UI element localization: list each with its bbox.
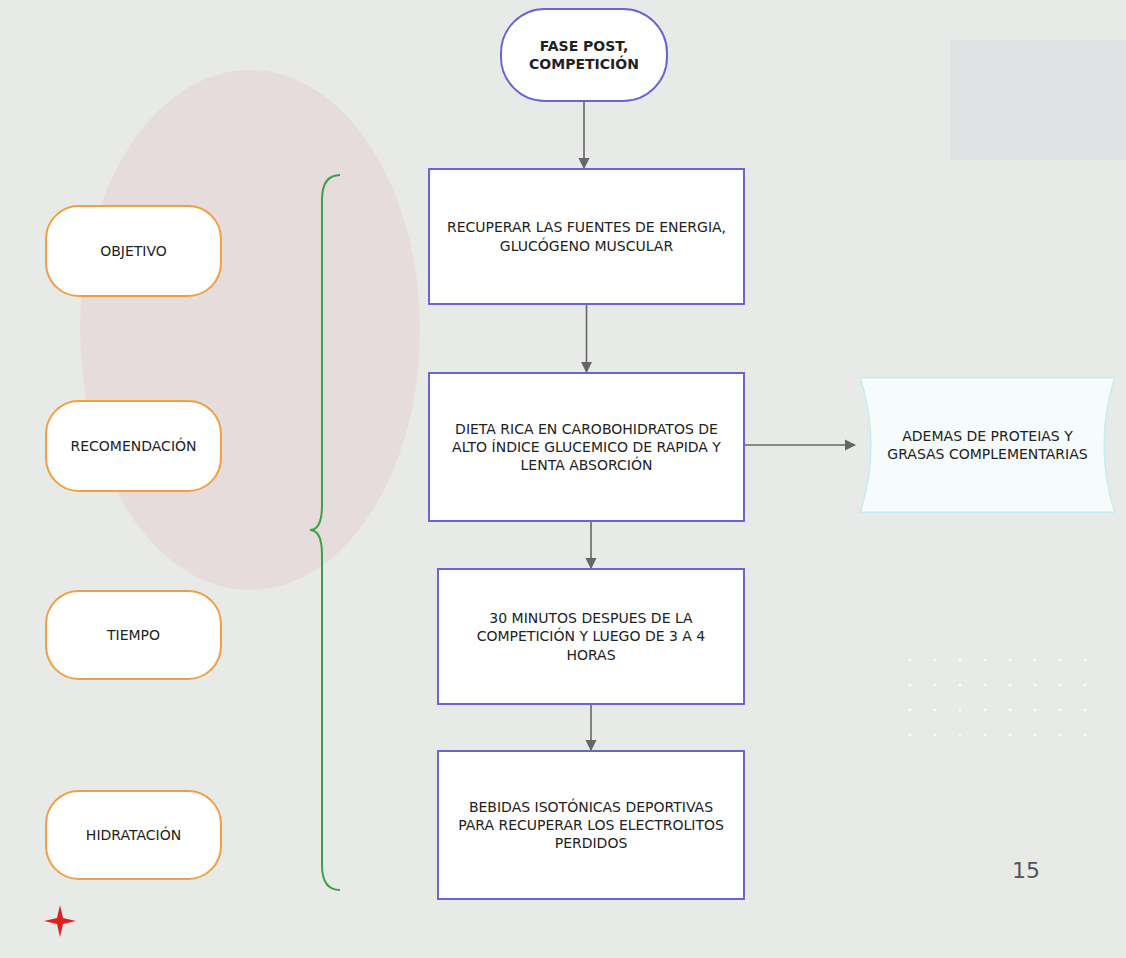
text-group: ADEMAS DE PROTEIAS Y GRASAS COMPLEMENTAR…	[885, 427, 1090, 463]
text-group: FASE POST, COMPETICIÓN	[514, 37, 654, 73]
process-box: 30 MINUTOS DESPUES DE LA COMPETICIÓN Y L…	[437, 568, 745, 705]
text-group: TIEMPO	[107, 626, 160, 644]
bracket	[310, 175, 340, 890]
node-text: OBJETIVO	[100, 242, 167, 260]
photo-shade	[950, 40, 1126, 160]
process-box: DIETA RICA EN CAROBOHIDRATOS DE ALTO ÍND…	[428, 372, 745, 522]
flow-arrow	[586, 305, 588, 372]
text-group: OBJETIVO	[100, 242, 167, 260]
text-group: 30 MINUTOS DESPUES DE LA COMPETICIÓN Y L…	[451, 609, 731, 664]
node-text: TIEMPO	[107, 626, 160, 644]
photo-shade	[80, 70, 420, 590]
category-pill: OBJETIVO	[45, 205, 222, 297]
process-box: BEBIDAS ISOTÓNICAS DEPORTIVAS PARA RECUP…	[437, 750, 745, 900]
flow-arrow	[590, 522, 592, 568]
node-text: FASE POST, COMPETICIÓN	[514, 37, 654, 73]
node-text: HIDRATACIÓN	[86, 826, 181, 844]
node-text: RECOMENDACIÓN	[70, 437, 196, 455]
node-text: RECUPERAR LAS FUENTES DE ENERGIA, GLUCÓG…	[442, 218, 731, 254]
node-text: DIETA RICA EN CAROBOHIDRATOS DE ALTO ÍND…	[442, 420, 731, 475]
flow-arrow	[590, 705, 592, 750]
node-text: BEBIDAS ISOTÓNICAS DEPORTIVAS PARA RECUP…	[451, 798, 731, 853]
category-pill: HIDRATACIÓN	[45, 790, 222, 880]
process-box: RECUPERAR LAS FUENTES DE ENERGIA, GLUCÓG…	[428, 168, 745, 305]
flow-arrow	[583, 102, 585, 168]
category-pill: RECOMENDACIÓN	[45, 400, 222, 492]
text-group: HIDRATACIÓN	[86, 826, 181, 844]
category-pill: TIEMPO	[45, 590, 222, 680]
text-group: RECUPERAR LAS FUENTES DE ENERGIA, GLUCÓG…	[442, 218, 731, 254]
start-pill: FASE POST, COMPETICIÓN	[500, 8, 668, 102]
star-icon	[44, 905, 76, 937]
node-text: 30 MINUTOS DESPUES DE LA COMPETICIÓN Y L…	[451, 609, 731, 664]
dot-grid	[909, 659, 1087, 737]
text-group: DIETA RICA EN CAROBOHIDRATOS DE ALTO ÍND…	[442, 420, 731, 475]
note-banner: ADEMAS DE PROTEIAS Y GRASAS COMPLEMENTAR…	[855, 375, 1120, 515]
node-text: ADEMAS DE PROTEIAS Y GRASAS COMPLEMENTAR…	[885, 427, 1090, 463]
banner-outline	[855, 375, 1120, 515]
page-number: 15	[1012, 858, 1040, 883]
text-group: RECOMENDACIÓN	[70, 437, 196, 455]
text-group: BEBIDAS ISOTÓNICAS DEPORTIVAS PARA RECUP…	[451, 798, 731, 853]
flow-arrow	[745, 444, 855, 446]
